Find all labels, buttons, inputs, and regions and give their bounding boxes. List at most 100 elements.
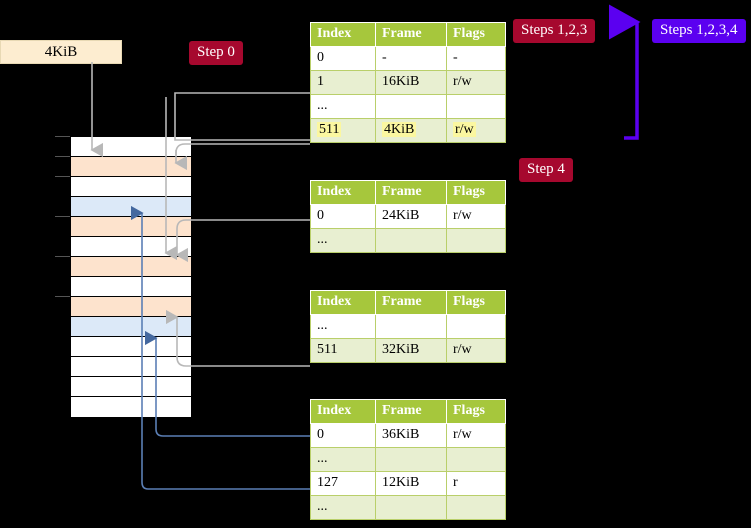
- step-label-step4: Step 4: [519, 158, 573, 182]
- cell-flags: r: [446, 471, 506, 496]
- cell-frame: [375, 495, 447, 520]
- col-header-frame: Frame: [375, 22, 447, 47]
- memory-frame-row: [71, 397, 191, 417]
- cell-index: 0: [310, 204, 376, 229]
- memory-frame-row: [71, 277, 191, 297]
- memory-grid-tick: [55, 296, 70, 297]
- physical-memory-grid: [70, 136, 191, 417]
- cell-index: 127: [310, 471, 376, 496]
- cell-frame: 4KiB: [375, 118, 447, 143]
- col-header-flags: Flags: [446, 399, 506, 424]
- frame-size-banner: 4KiB: [0, 40, 122, 64]
- col-header-frame: Frame: [375, 180, 447, 205]
- cell-flags: r/w: [446, 70, 506, 95]
- cell-flags: -: [446, 46, 506, 71]
- memory-frame-row: [71, 337, 191, 357]
- connector-t2-row0: [175, 219, 310, 263]
- cell-index: ...: [310, 447, 376, 472]
- cell-index: ...: [310, 495, 376, 520]
- cell-index: 511: [310, 338, 376, 363]
- frame-size-label: 4KiB: [44, 43, 78, 60]
- connector-steps1234-bracket: [609, 4, 641, 140]
- cell-flags: [446, 447, 506, 472]
- memory-grid-tick: [55, 176, 70, 177]
- table-row: ...: [310, 228, 506, 253]
- cell-index: 0: [310, 423, 376, 448]
- cell-index: 511: [310, 118, 376, 143]
- connector-t1-511-path: [174, 92, 310, 141]
- table-row: 0--: [310, 46, 506, 71]
- cell-frame: 36KiB: [375, 423, 447, 448]
- cell-highlight: 511: [317, 122, 342, 137]
- memory-frame-row: [71, 297, 191, 317]
- cell-frame: 16KiB: [375, 70, 447, 95]
- memory-frame-row: [71, 317, 191, 337]
- col-header-flags: Flags: [446, 180, 506, 205]
- table-row: ...: [310, 495, 506, 520]
- memory-frame-row: [71, 137, 191, 157]
- cell-index: 0: [310, 46, 376, 71]
- cell-flags: r/w: [446, 423, 506, 448]
- cell-flags: r/w: [446, 338, 506, 363]
- memory-grid-tick: [55, 216, 70, 217]
- col-header-index: Index: [310, 22, 376, 47]
- table-head-2: Index Frame Flags: [310, 180, 506, 205]
- memory-frame-row: [71, 237, 191, 257]
- col-header-frame: Frame: [375, 399, 447, 424]
- cell-frame: [375, 94, 447, 119]
- table-row: ...: [310, 314, 506, 339]
- col-header-index: Index: [310, 399, 376, 424]
- connector-t1-row-branch: [175, 143, 310, 155]
- memory-grid-tick: [55, 156, 70, 157]
- cell-frame: 32KiB: [375, 338, 447, 363]
- memory-frame-row: [71, 257, 191, 277]
- table-row: ...: [310, 94, 506, 119]
- memory-frame-row: [71, 197, 191, 217]
- cell-highlight: r/w: [453, 122, 476, 137]
- cell-index: ...: [310, 314, 376, 339]
- table-head-3: Index Frame Flags: [310, 290, 506, 315]
- col-header-flags: Flags: [446, 22, 506, 47]
- col-header-index: Index: [310, 290, 376, 315]
- table-header-row: Index Frame Flags: [310, 180, 506, 205]
- cell-frame: [375, 447, 447, 472]
- cell-flags: [446, 495, 506, 520]
- cell-index: 1: [310, 70, 376, 95]
- cell-index: ...: [310, 94, 376, 119]
- cell-frame: -: [375, 46, 447, 71]
- cell-flags: [446, 94, 506, 119]
- memory-frame-row: [71, 377, 191, 397]
- cell-flags: r/w: [446, 204, 506, 229]
- cell-frame: 24KiB: [375, 204, 447, 229]
- cell-highlight: 4KiB: [382, 122, 417, 137]
- cell-frame: [375, 228, 447, 253]
- memory-frame-row: [71, 217, 191, 237]
- cell-index: ...: [310, 228, 376, 253]
- memory-grid-divider: [70, 136, 71, 415]
- cell-flags: [446, 314, 506, 339]
- step-label-steps1234: Steps 1,2,3,4: [652, 19, 746, 43]
- memory-grid-tick: [55, 256, 70, 257]
- cell-flags: [446, 228, 506, 253]
- col-header-flags: Flags: [446, 290, 506, 315]
- table-row: ...: [310, 447, 506, 472]
- connector-t3-row511: [165, 309, 310, 367]
- table-header-row: Index Frame Flags: [310, 290, 506, 315]
- table-header-row: Index Frame Flags: [310, 22, 506, 47]
- table-row: 511 4KiB r/w: [310, 118, 506, 143]
- memory-frame-row: [71, 177, 191, 197]
- table-head-1: Index Frame Flags: [310, 22, 506, 47]
